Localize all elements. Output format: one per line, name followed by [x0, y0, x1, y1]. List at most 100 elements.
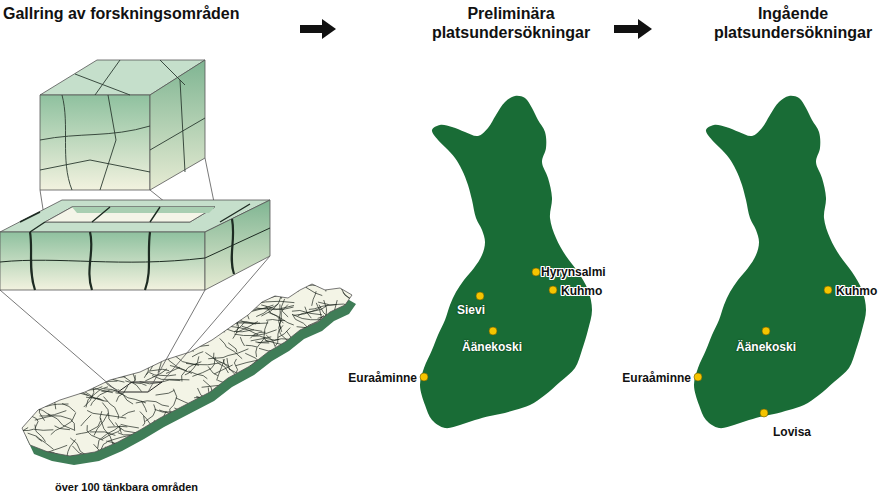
stage-panel: Gallring av forskningsområden över 100 tä… [0, 0, 300, 497]
fracture-line [70, 438, 88, 456]
fracture-line [321, 442, 323, 458]
fracture-line [178, 421, 192, 423]
fracture-line [141, 459, 171, 462]
fracture-line [292, 399, 306, 404]
fracture-line [258, 339, 297, 343]
fracture-line [343, 315, 371, 328]
fracture-line [1, 371, 28, 378]
fracture-line [170, 308, 203, 313]
fracture-map [0, 268, 376, 486]
site-label: Sievi [457, 303, 485, 317]
fracture-line [36, 346, 62, 356]
fracture-line [116, 333, 146, 355]
fracture-line [87, 288, 94, 306]
fracture-line [47, 318, 76, 336]
fracture-line [122, 411, 135, 417]
stage-heading: Gallring av forskningsområden [3, 4, 293, 23]
fracture-line [30, 339, 39, 352]
fracture-line [305, 362, 314, 371]
fracture-line [32, 404, 68, 406]
fracture [75, 60, 185, 95]
fracture-line [14, 437, 26, 441]
fracture-line [54, 349, 72, 369]
fracture-line [118, 433, 137, 435]
fracture-line [94, 444, 104, 458]
fracture [145, 232, 150, 290]
fracture-line [81, 338, 83, 355]
fracture-line [248, 420, 255, 429]
fracture-line [329, 410, 351, 429]
fracture-line [227, 393, 240, 400]
fracture-line [333, 343, 337, 353]
fracture-line [287, 347, 294, 360]
fracture-line [320, 403, 334, 423]
fracture-line [253, 308, 272, 310]
fracture-line [106, 441, 128, 450]
fracture-line [335, 343, 356, 352]
fracture [62, 95, 72, 190]
fracture-line [240, 377, 257, 383]
fracture-line [75, 342, 103, 353]
fracture-line [19, 343, 28, 360]
map-outline [420, 96, 592, 428]
fracture-line [64, 340, 90, 342]
fracture-line [48, 378, 73, 391]
fracture-line [45, 383, 58, 385]
fracture-line [229, 421, 247, 439]
fracture-line [45, 324, 57, 333]
fracture-line [106, 451, 116, 461]
fracture-line [174, 349, 194, 351]
fracture-line [9, 448, 18, 461]
fracture-line [8, 383, 50, 395]
fracture-line [1, 434, 19, 436]
fracture-line [318, 302, 351, 306]
site-dot [489, 327, 497, 335]
fracture-line [49, 300, 58, 323]
map-land [22, 284, 352, 456]
fracture-line [223, 359, 241, 378]
fracture-line [291, 395, 335, 408]
fracture-line [233, 322, 239, 338]
fracture-line [136, 306, 153, 314]
fracture-line [187, 427, 218, 438]
fracture-lines [0, 268, 376, 486]
fracture-line [152, 376, 189, 380]
fracture-line [76, 306, 95, 315]
fracture-line [207, 405, 243, 416]
fracture-line [236, 399, 261, 417]
fracture-line [92, 295, 109, 312]
fracture-line [220, 396, 234, 410]
fracture-line [261, 411, 279, 418]
fracture-line [149, 446, 169, 456]
fracture-line [325, 442, 349, 457]
fracture-line [295, 361, 334, 374]
fracture [150, 118, 205, 150]
fracture-line [0, 320, 20, 322]
fracture-line [192, 357, 215, 377]
fracture-line [268, 280, 278, 291]
fracture-line [263, 394, 269, 404]
fracture-line [50, 292, 70, 308]
fracture-line [208, 291, 226, 297]
fracture-line [9, 385, 27, 393]
fracture-line [305, 346, 329, 351]
fracture-line [278, 328, 290, 338]
fracture-line [108, 462, 142, 468]
fracture-line [324, 300, 327, 330]
caption-note: över 100 tänkbara områden [55, 481, 198, 494]
fracture-line [187, 413, 190, 424]
fracture-line [245, 407, 259, 415]
fracture-line [347, 288, 363, 304]
fracture-line [194, 419, 226, 424]
fracture-line [51, 306, 71, 317]
fracture-line [102, 428, 122, 439]
fracture-line [61, 317, 111, 325]
fracture-line [224, 428, 268, 432]
fracture-line [268, 355, 269, 362]
fracture-line [255, 403, 285, 430]
fracture-line [45, 353, 51, 365]
fracture-line [242, 375, 257, 376]
fracture-line [0, 379, 32, 384]
fracture-line [72, 311, 90, 313]
fracture-line [148, 320, 157, 336]
